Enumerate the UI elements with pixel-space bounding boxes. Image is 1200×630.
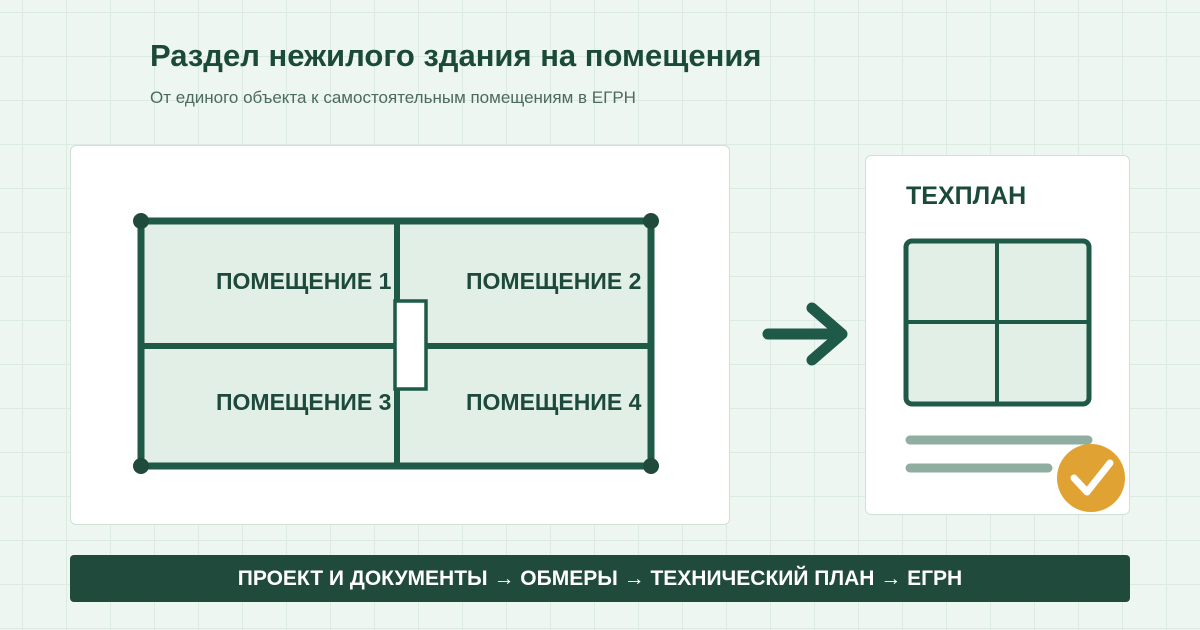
plan-cell xyxy=(997,241,1089,321)
plan-cell xyxy=(997,321,1089,404)
floor-plan-card: ПОМЕЩЕНИЕ 1 ПОМЕЩЕНИЕ 2 ПОМЕЩЕНИЕ 3 ПОМЕ… xyxy=(70,145,730,525)
arrow-right-icon xyxy=(762,302,848,366)
room-label-2: ПОМЕЩЕНИЕ 2 xyxy=(466,268,642,294)
page-title: Раздел нежилого здания на помещения xyxy=(150,38,762,73)
process-steps: ПРОЕКТ И ДОКУМЕНТЫ → ОБМЕРЫ → ТЕХНИЧЕСКИ… xyxy=(237,566,963,590)
document-drawing xyxy=(903,238,1125,512)
document-title: ТЕХПЛАН xyxy=(906,182,1027,210)
room-label-4: ПОМЕЩЕНИЕ 4 xyxy=(466,389,642,415)
process-bar: ПРОЕКТ И ДОКУМЕНТЫ → ОБМЕРЫ → ТЕХНИЧЕСКИ… xyxy=(70,555,1130,602)
plan-cell xyxy=(906,241,997,321)
floor-plan-drawing xyxy=(133,213,659,474)
checkmark-icon xyxy=(1057,444,1125,512)
room-fill-1 xyxy=(141,221,397,346)
room-label-3: ПОМЕЩЕНИЕ 3 xyxy=(216,389,392,415)
techplan-document: ТЕХПЛАН xyxy=(865,155,1130,515)
stair-core xyxy=(393,299,428,391)
room-fill-2 xyxy=(397,221,651,346)
room-fill-4 xyxy=(397,346,651,466)
plan-cell xyxy=(906,321,997,404)
page-subtitle: От единого объекта к самостоятельным пом… xyxy=(150,88,636,107)
room-label-1: ПОМЕЩЕНИЕ 1 xyxy=(216,268,392,294)
corner-node xyxy=(643,458,659,474)
room-fill-3 xyxy=(141,346,397,466)
corner-node xyxy=(133,458,149,474)
corner-node xyxy=(643,213,659,229)
corner-node xyxy=(133,213,149,229)
